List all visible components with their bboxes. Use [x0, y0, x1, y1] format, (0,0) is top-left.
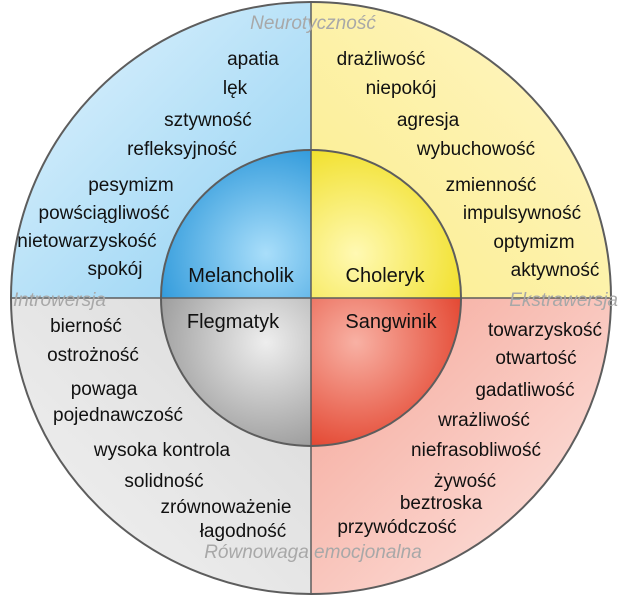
trait-label: spokój: [88, 259, 143, 280]
trait-label: impulsywność: [463, 203, 581, 224]
trait-label: gadatliwość: [475, 380, 574, 401]
temperament-name-choleric: Choleryk: [346, 265, 426, 287]
trait-label: powściągliwość: [39, 203, 170, 224]
trait-label: lęk: [223, 78, 248, 99]
temperament-name-sanguine: Sangwinik: [345, 311, 437, 333]
trait-label: otwartość: [495, 348, 576, 369]
temperament-name-phlegmatic: Flegmatyk: [187, 311, 280, 333]
trait-label: wybuchowość: [416, 139, 535, 160]
trait-label: sztywność: [164, 110, 252, 131]
axis-label-right: Ekstrawersja: [509, 290, 618, 311]
trait-label: łagodność: [200, 521, 287, 542]
trait-label: zrównoważenie: [161, 497, 292, 518]
trait-label: niefrasobliwość: [411, 440, 541, 461]
trait-label: powaga: [71, 379, 138, 400]
trait-label: apatia: [227, 49, 279, 70]
axis-label-bottom: Równowaga emocjonalna: [204, 542, 422, 563]
trait-label: drażliwość: [337, 49, 426, 70]
trait-label: aktywność: [511, 260, 600, 281]
trait-label: wrażliwość: [437, 410, 530, 431]
trait-label: pesymizm: [88, 175, 174, 196]
axis-label-left: Introwersja: [13, 290, 106, 311]
trait-label: optymizm: [493, 232, 574, 253]
core-choleric: [311, 150, 461, 298]
trait-label: bierność: [50, 316, 122, 337]
trait-label: przywódczość: [337, 517, 456, 538]
trait-label: nietowarzyskość: [17, 231, 156, 252]
core-phlegmatic: [161, 298, 311, 446]
core-melancholic: [161, 150, 311, 298]
trait-label: wysoka kontrola: [93, 440, 231, 461]
trait-label: żywość: [434, 471, 496, 492]
trait-label: ostrożność: [47, 345, 139, 366]
axis-label-top: Neurotyczność: [250, 13, 376, 34]
trait-label: pojednawczość: [53, 405, 183, 426]
trait-label: towarzyskość: [488, 320, 602, 341]
core-sanguine: [311, 298, 461, 446]
trait-label: beztroska: [400, 493, 483, 514]
trait-label: agresja: [397, 110, 460, 131]
trait-label: refleksyjność: [127, 139, 237, 160]
trait-label: niepokój: [366, 78, 437, 99]
trait-label: solidność: [124, 471, 203, 492]
temperament-name-melancholic: Melancholik: [188, 265, 295, 287]
trait-label: zmienność: [446, 175, 537, 196]
